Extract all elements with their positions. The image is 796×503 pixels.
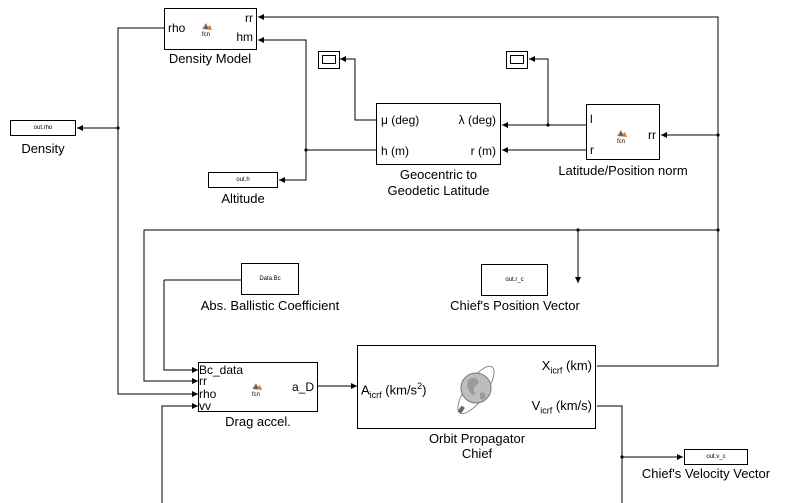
a-icrf-input-label: Aicrf (km/s2) [361, 380, 426, 401]
latitude-position-norm-block[interactable]: l r rr fcn [586, 104, 660, 160]
r-port-label: r [590, 144, 594, 156]
geocentric-caption-line2: Geodetic Latitude [366, 183, 511, 198]
rr-port-label: rr [648, 129, 656, 141]
scope-icon[interactable] [318, 51, 340, 69]
l-port-label: l [590, 113, 593, 125]
ballistic-coefficient-caption: Abs. Ballistic Coefficient [180, 298, 360, 313]
density-model-caption: Density Model [150, 51, 270, 66]
r-port-label: r (m) [471, 145, 496, 157]
velocity-vector-output-block[interactable]: out.v_c [684, 449, 748, 465]
velocity-vector-caption: Chief's Velocity Vector [616, 466, 796, 481]
h-port-label: h (m) [381, 145, 409, 157]
altitude-output-block[interactable]: out.h [208, 172, 278, 188]
orbit-propagator-caption-line1: Orbit Propagator [397, 431, 557, 446]
orbit-propagator-caption-line2: Chief [397, 446, 557, 461]
altitude-caption: Altitude [208, 191, 278, 206]
density-model-block[interactable]: rho rr hm fcn [164, 8, 257, 50]
vv-port-label: vv [199, 400, 211, 412]
ballistic-coefficient-block[interactable]: Data.Bc [241, 263, 299, 295]
v-icrf-output-label: Vicrf (km/s) [532, 400, 592, 417]
rr-port-label: rr [199, 375, 207, 387]
position-vector-output-block[interactable]: out.r_c [481, 264, 548, 296]
matlab-function-icon: fcn [202, 22, 212, 38]
matlab-function-icon: fcn [252, 382, 262, 398]
geocentric-to-geodetic-block[interactable]: μ (deg) λ (deg) h (m) r (m) [376, 103, 501, 165]
matlab-function-icon: fcn [617, 129, 627, 145]
x-icrf-output-label: Xicrf (km) [542, 360, 592, 377]
scope-icon[interactable] [506, 51, 528, 69]
rho-input-port-label: rho [168, 22, 185, 34]
earth-orbit-icon [446, 360, 506, 426]
density-caption: Density [10, 141, 76, 156]
density-output-block[interactable]: out.rho [10, 120, 76, 136]
geocentric-caption-line1: Geocentric to [376, 167, 501, 182]
drag-acceleration-block[interactable]: Bc_data rr rho vv a_D fcn [198, 362, 318, 412]
lambda-port-label: λ (deg) [459, 114, 496, 126]
latitude-position-norm-caption: Latitude/Position norm [533, 163, 713, 178]
mu-port-label: μ (deg) [381, 114, 419, 126]
drag-acceleration-caption: Drag accel. [198, 414, 318, 429]
orbit-propagator-block[interactable]: Aicrf (km/s2) Xicrf (km) Vicrf (km/s) [357, 345, 596, 429]
a-d-port-label: a_D [292, 381, 314, 393]
position-vector-caption: Chief's Position Vector [430, 298, 600, 313]
rr-output-port-label: rr [245, 12, 253, 24]
hm-output-port-label: hm [236, 31, 253, 43]
